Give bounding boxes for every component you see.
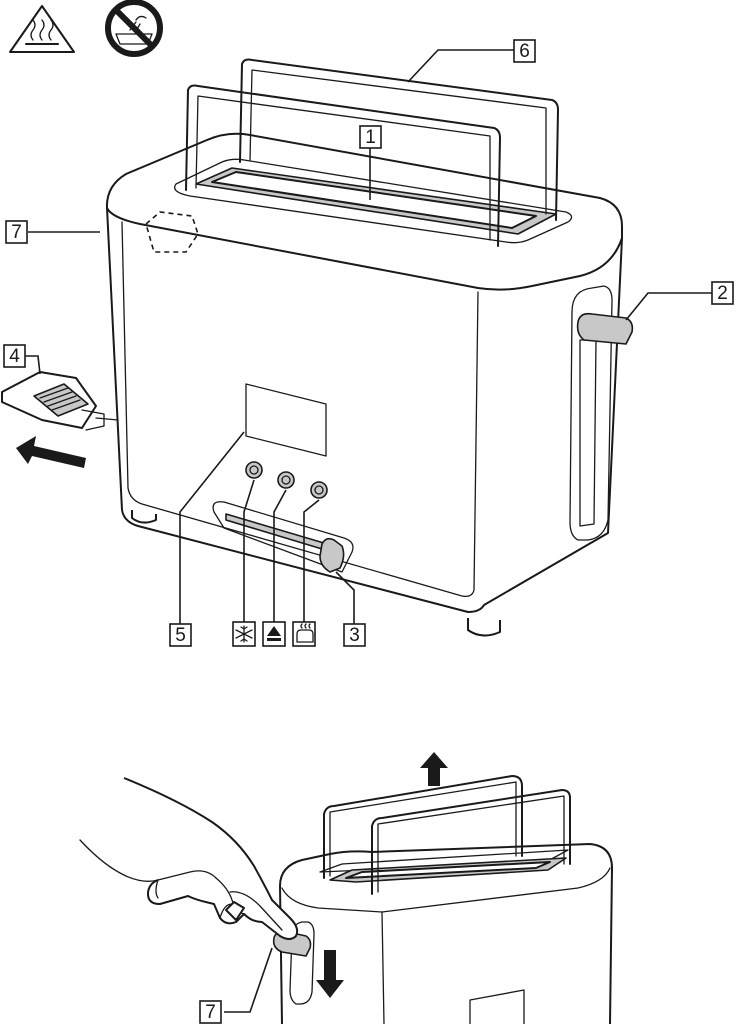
pull-arrow-icon (16, 436, 86, 468)
hot-surface-warning-icon (9, 5, 75, 53)
callout-6: 6 (513, 39, 536, 63)
toaster-detail: 7 (79, 752, 613, 1024)
eject-icon (262, 621, 286, 647)
snowflake-icon (232, 621, 256, 647)
callout-2: 2 (711, 281, 734, 305)
hand (79, 777, 299, 940)
svg-text:2: 2 (717, 283, 728, 304)
callout-1: 1 (359, 125, 382, 149)
browning-control-knob (319, 537, 345, 573)
down-arrow-icon (316, 950, 344, 998)
svg-text:7: 7 (205, 1002, 216, 1023)
reheat-button (310, 481, 328, 499)
cancel-button (277, 471, 295, 489)
carriage-lever (576, 312, 634, 345)
toaster-main (1, 58, 634, 637)
callout-5: 5 (169, 623, 192, 647)
callout-7-top: 7 (5, 220, 28, 244)
svg-text:5: 5 (175, 625, 186, 646)
svg-text:7: 7 (11, 222, 22, 243)
svg-text:6: 6 (519, 41, 530, 62)
display-panel (245, 383, 327, 457)
defrost-button (245, 461, 263, 479)
crumb-tray (1, 371, 119, 431)
up-arrow-icon (420, 752, 448, 786)
callout-4: 4 (3, 344, 26, 368)
svg-text:1: 1 (365, 127, 376, 148)
warming-rack (185, 58, 559, 247)
callout-7-bottom: 7 (199, 1000, 222, 1024)
browning-control-track (212, 501, 354, 573)
reheat-icon (292, 621, 316, 647)
svg-text:3: 3 (349, 625, 360, 646)
crumb-tray-hidden-outline (145, 211, 199, 253)
no-bath-shower-icon (105, 0, 163, 57)
svg-text:4: 4 (9, 346, 20, 367)
callout-3: 3 (343, 623, 366, 647)
